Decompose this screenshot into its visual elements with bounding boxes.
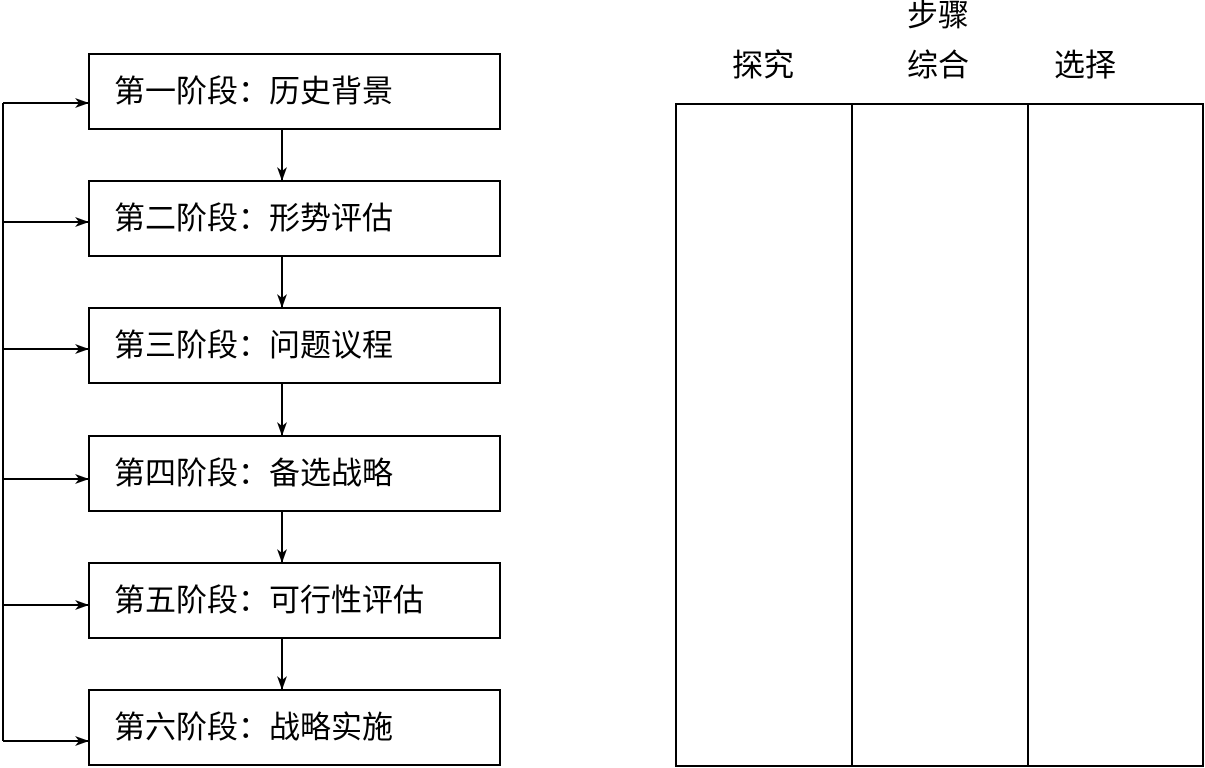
stage-box: [88, 435, 501, 512]
stage-label: 第一阶段：历史背景: [114, 74, 393, 110]
stage-label: 第三阶段：问题议程: [114, 328, 393, 364]
column-header-explore: 探究: [732, 48, 794, 84]
steps-title: 步骤: [907, 0, 969, 34]
stage-label: 第五阶段：可行性评估: [114, 583, 424, 619]
stage-box: [88, 689, 501, 766]
stage-box: [88, 180, 501, 257]
stage-box: [88, 562, 501, 639]
steps-table: 步骤 探究 综合 选择: [675, 0, 1204, 767]
column-header-select: 选择: [1054, 48, 1116, 84]
table-border: [675, 103, 1204, 767]
column-header-synthesize: 综合: [907, 48, 969, 84]
stage-label: 第二阶段：形势评估: [114, 201, 393, 237]
stage-box: [88, 307, 501, 384]
stage-label: 第四阶段：备选战略: [114, 456, 393, 492]
stage-box: [88, 53, 501, 130]
stage-label: 第六阶段：战略实施: [114, 710, 393, 746]
